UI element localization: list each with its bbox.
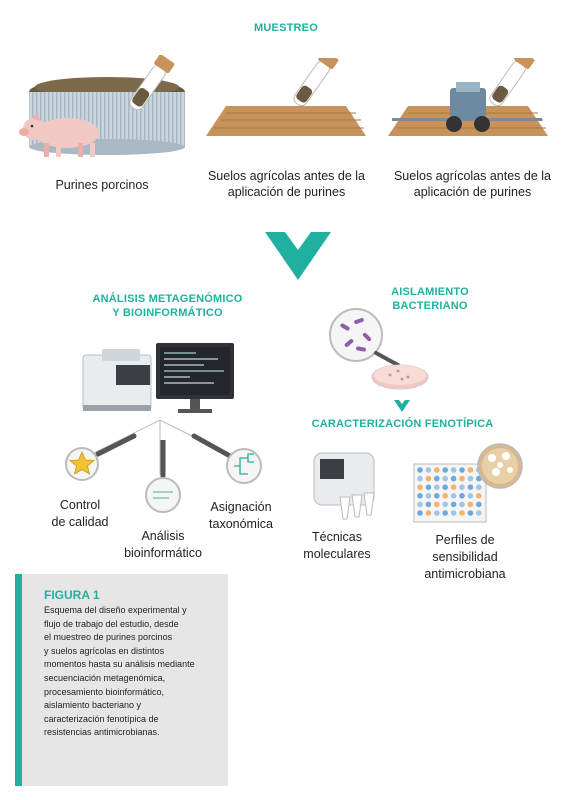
metagenomico-title-line1: ANÁLISIS METAGENÓMICO — [92, 293, 243, 305]
well-plate-illustration — [413, 443, 523, 523]
caption-line: Esquema del diseño experimental y — [44, 605, 187, 615]
well — [425, 510, 432, 516]
well — [450, 484, 457, 490]
muestreo-label-purines: Purines porcinos — [55, 178, 149, 192]
muestreo-label-suelos-1: Suelos agrícolas antes de la aplicación … — [207, 169, 366, 199]
well — [417, 501, 423, 508]
well — [476, 493, 482, 499]
well — [417, 510, 423, 516]
well — [442, 510, 448, 516]
well — [467, 493, 474, 499]
well — [442, 475, 448, 482]
well — [417, 493, 423, 499]
well — [467, 467, 474, 473]
slurry-tank-illustration — [19, 55, 185, 157]
well — [459, 493, 465, 499]
well — [459, 510, 465, 516]
well — [476, 501, 482, 508]
caption-line: momentos hasta su análisis mediante — [44, 659, 195, 670]
field-illustration-2 — [388, 58, 548, 136]
well — [434, 510, 440, 516]
aislamiento-title-line1: AISLAMIENTO — [391, 286, 469, 298]
well — [450, 501, 457, 508]
well — [450, 510, 457, 516]
well — [425, 501, 432, 508]
metagenomico-label-asignacion-1: Asignación — [210, 500, 272, 514]
well — [467, 501, 474, 508]
tree-magnifier-icon — [191, 433, 262, 484]
pcr-machine-illustration — [313, 452, 375, 520]
well — [434, 501, 440, 508]
caracterizacion-label-perfiles-1: Perfiles de — [435, 533, 495, 547]
muestreo-label-suelos-2: Suelos agrícolas antes de la aplicación … — [393, 169, 552, 199]
caption-line: secuenciación metagenómica, — [44, 672, 166, 683]
well — [459, 467, 465, 473]
metagenomico-label-control-2: de calidad — [51, 515, 109, 529]
aislamiento-title-line2: BACTERIANO — [392, 300, 468, 312]
metagenomico-label-asignacion-2: taxonómica — [209, 517, 273, 531]
caption-line: el muestreo de purines porcinos — [44, 632, 173, 643]
well — [425, 467, 432, 473]
well — [442, 493, 448, 499]
well — [442, 501, 448, 508]
sequencer-monitor-illustration — [82, 343, 234, 413]
caracterizacion-label-perfiles-3: antimicrobiana — [424, 567, 506, 581]
well — [450, 493, 457, 499]
caption-line: procesamiento bioinformático, — [44, 686, 165, 697]
well — [459, 475, 465, 482]
metagenomico-label-analisis-1: Análisis — [141, 529, 185, 543]
well — [417, 467, 423, 473]
data-magnifier-icon — [145, 440, 181, 513]
well — [476, 510, 482, 516]
caption-line: caracterización fenotípica de — [44, 713, 159, 724]
well — [434, 467, 440, 473]
well — [476, 484, 482, 490]
star-magnifier-icon — [65, 433, 137, 481]
caracterizacion-label-tecnicas-2: moleculares — [303, 547, 371, 561]
well — [434, 484, 440, 490]
well — [417, 475, 423, 482]
well — [450, 467, 457, 473]
caption-line: resistencias antimicrobianas. — [44, 727, 160, 738]
chevron-down-icon — [265, 232, 331, 280]
caption-accent-bar — [15, 574, 22, 786]
muestreo-title: MUESTREO — [254, 22, 318, 34]
well — [442, 467, 448, 473]
well — [467, 475, 474, 482]
caracterizacion-label-tecnicas-1: Técnicas — [311, 530, 363, 544]
caption-text: Esquema del diseño experimental y flujo … — [44, 604, 222, 740]
caption-line: flujo de trabajo del estudio, desde — [44, 618, 179, 629]
well — [425, 484, 432, 490]
well — [434, 475, 440, 482]
well — [425, 475, 432, 482]
caracterizacion-label-perfiles-2: sensibilidad — [432, 550, 498, 564]
caption-title: FIGURA 1 — [44, 588, 100, 602]
well — [425, 493, 432, 499]
metagenomico-title-line2: Y BIOINFORMÁTICO — [112, 307, 223, 319]
chevron-down-small-icon — [394, 400, 410, 412]
well — [467, 484, 474, 490]
well — [450, 475, 457, 482]
bacteria-petri-illustration — [329, 308, 429, 390]
caption-box — [15, 574, 228, 786]
well — [467, 510, 474, 516]
well — [459, 501, 465, 508]
metagenomico-label-analisis-2: bioinformático — [124, 546, 202, 560]
well — [459, 484, 465, 490]
field-illustration-1 — [206, 58, 366, 136]
metagenomico-label-control-1: Control — [59, 498, 101, 512]
caracterizacion-title: CARACTERIZACIÓN FENOTÍPICA — [311, 418, 494, 430]
well — [434, 493, 440, 499]
well — [417, 484, 423, 490]
well — [442, 484, 448, 490]
caption-line: aislamiento bacteriano y — [44, 700, 142, 711]
caption-line: y suelos agrícolas en distintos — [44, 645, 165, 656]
